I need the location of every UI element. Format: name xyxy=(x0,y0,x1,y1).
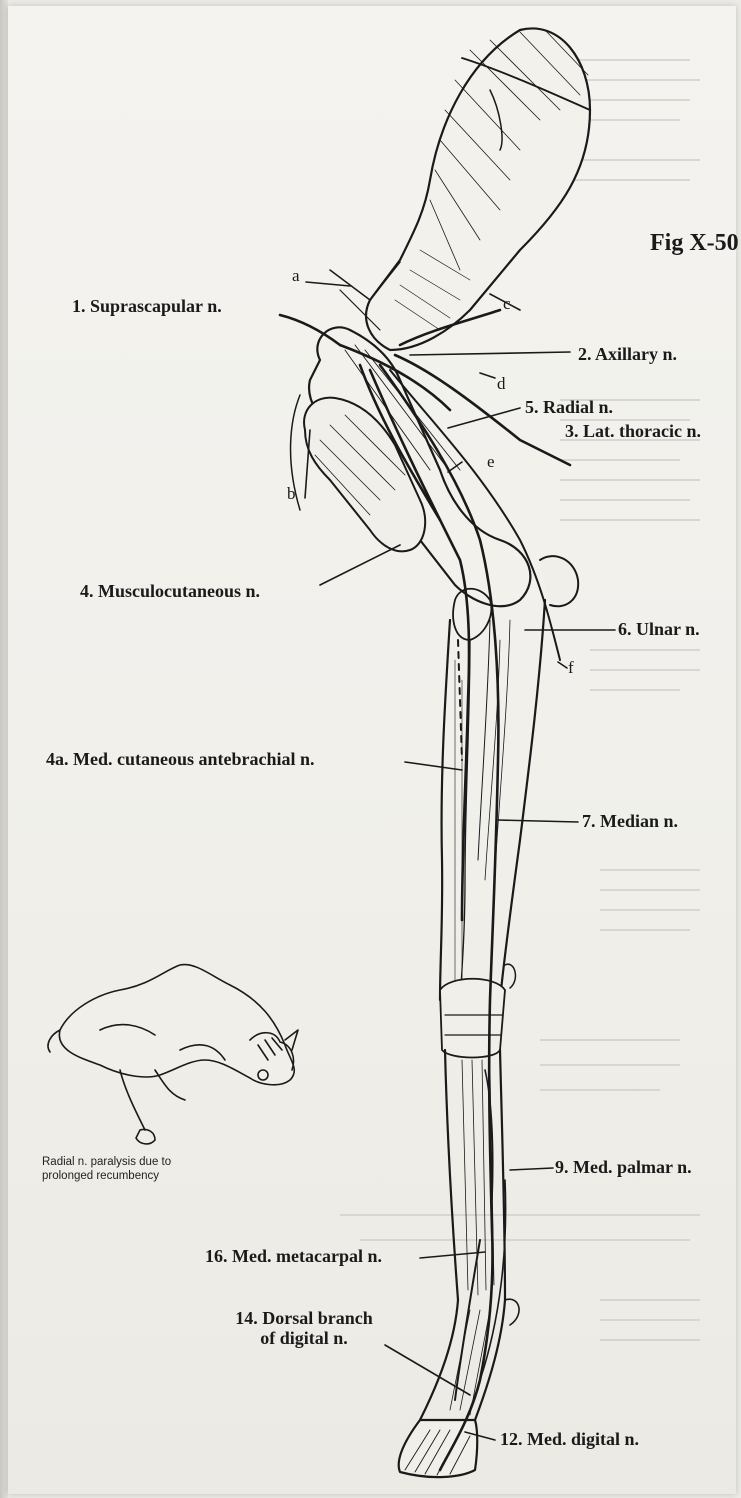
label-dorsal-branch-line1: 14. Dorsal branch xyxy=(214,1309,394,1329)
inset-caption-line1: Radial n. paralysis due to xyxy=(42,1155,242,1169)
letter-b: b xyxy=(287,484,296,504)
letter-f: f xyxy=(568,658,574,678)
label-dorsal-branch-digital-nerve: 14. Dorsal branch of digital n. xyxy=(214,1309,394,1349)
inset-caption: Radial n. paralysis due to prolonged rec… xyxy=(42,1155,242,1184)
metacarpus-drawing xyxy=(445,1050,505,1300)
label-lateral-thoracic-nerve: 3. Lat. thoracic n. xyxy=(565,422,701,442)
digit-drawing xyxy=(420,1299,519,1420)
label-median-nerve: 7. Median n. xyxy=(582,812,678,832)
label-medial-palmar-nerve: 9. Med. palmar n. xyxy=(555,1158,692,1178)
letter-d: d xyxy=(497,374,506,394)
scapula-drawing xyxy=(330,28,590,350)
hoof-drawing xyxy=(399,1420,478,1477)
label-medial-digital-nerve: 12. Med. digital n. xyxy=(500,1430,639,1450)
letter-a: a xyxy=(292,266,300,286)
label-ulnar-nerve: 6. Ulnar n. xyxy=(618,620,700,640)
label-medial-cutaneous-antebrachial-nerve: 4a. Med. cutaneous antebrachial n. xyxy=(46,750,315,770)
bleed-through-text xyxy=(340,60,700,1340)
inset-caption-line2: prolonged recumbency xyxy=(42,1169,242,1183)
label-axillary-nerve: 2. Axillary n. xyxy=(578,345,677,365)
label-suprascapular-nerve: 1. Suprascapular n. xyxy=(72,297,222,317)
carpus-drawing xyxy=(440,964,515,1057)
letter-c: c xyxy=(503,294,511,314)
figure-title: Fig X-50 xyxy=(650,230,739,257)
letter-e: e xyxy=(487,452,495,472)
label-radial-nerve: 5. Radial n. xyxy=(525,398,613,418)
label-dorsal-branch-line2: of digital n. xyxy=(214,1329,394,1349)
label-musculocutaneous-nerve: 4. Musculocutaneous n. xyxy=(80,582,260,602)
inset-horse-drawing xyxy=(48,965,298,1144)
label-medial-metacarpal-nerve: 16. Med. metacarpal n. xyxy=(205,1247,382,1267)
